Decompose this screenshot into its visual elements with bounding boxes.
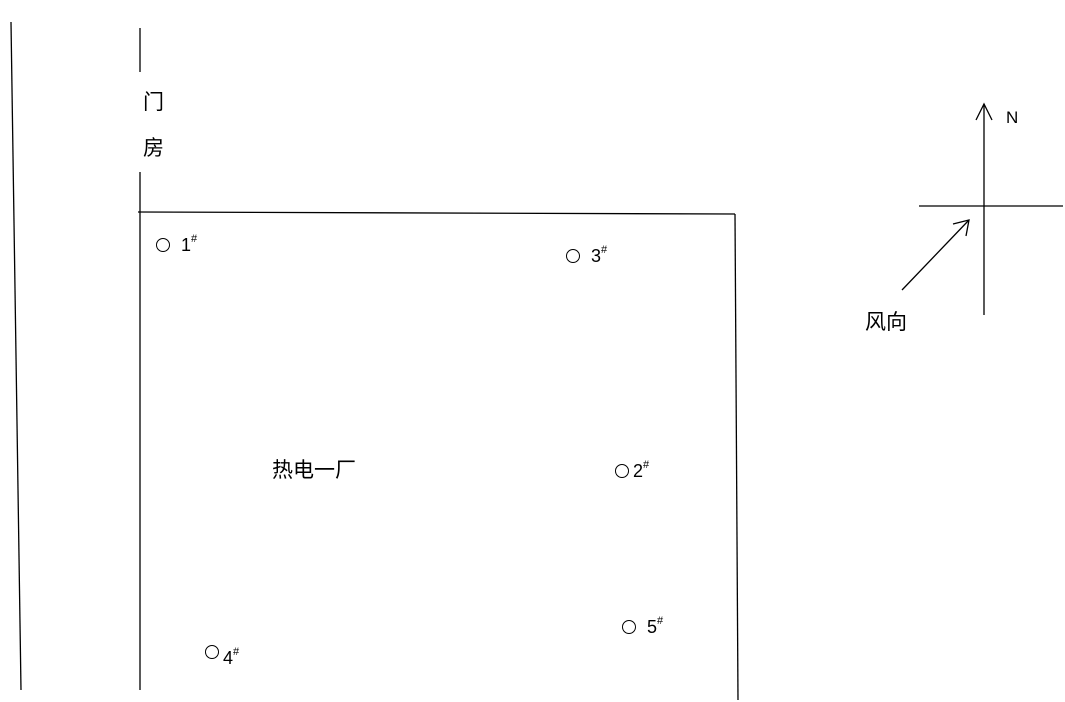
plant-top-wall (137, 211, 736, 215)
plant-right-wall (734, 213, 739, 701)
sampling-point-4: 4# (205, 643, 239, 667)
point-label: 2# (633, 459, 650, 481)
gate-house-label-2: 房 (143, 136, 164, 160)
north-label: N (1006, 108, 1019, 127)
north-arrowhead (975, 102, 993, 121)
point-label: 5# (647, 615, 664, 637)
wind-arrowhead (952, 219, 970, 237)
circle-marker-icon (566, 249, 580, 263)
point-label: 3# (591, 244, 608, 266)
sampling-point-3: 3# (566, 244, 608, 266)
circle-marker-icon (156, 238, 170, 252)
wind-direction-label: 风向 (865, 310, 907, 334)
gate-house-label-1: 门 (143, 90, 164, 114)
circle-marker-icon (615, 464, 629, 478)
left-boundary-line (10, 21, 22, 691)
point-label: 1# (181, 233, 198, 255)
wind-arrow-shaft (901, 219, 970, 291)
sampling-point-1: 1# (156, 233, 198, 255)
plant-name: 热电一厂 (272, 458, 356, 482)
sampling-point-2: 2# (615, 459, 650, 481)
circle-marker-icon (622, 620, 636, 634)
circle-marker-icon (205, 645, 219, 659)
sampling-point-5: 5# (622, 615, 664, 637)
point-label: 4# (223, 646, 240, 668)
